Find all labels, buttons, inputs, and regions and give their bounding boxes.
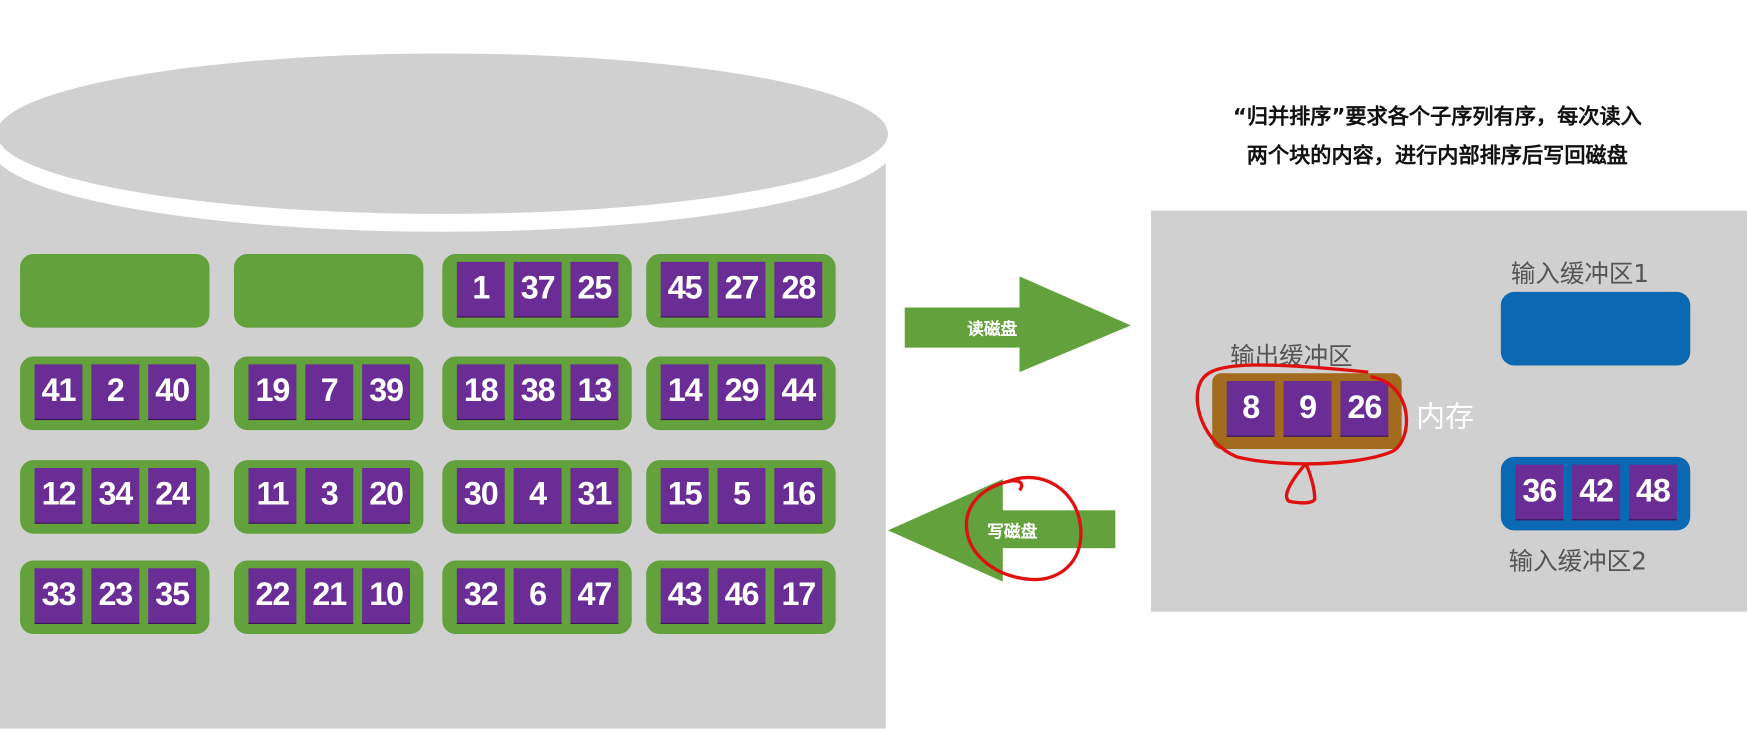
record-cell: 30 [456, 467, 505, 524]
record-cell: 32 [456, 568, 505, 624]
record-cell: 28 [774, 261, 823, 318]
buffer-cell: 48 [1628, 464, 1677, 521]
record-cell: 1 [456, 261, 505, 318]
input-buffer-1 [1500, 291, 1691, 366]
buffer-cell: 36 [1515, 464, 1564, 521]
record-cell: 34 [91, 467, 140, 524]
record-cell: 11 [248, 467, 297, 524]
record-cell: 12 [34, 467, 83, 524]
description-line-1: “归并排序”要求各个子序列有序，每次读入 [1232, 104, 1642, 130]
record-cell: 3 [305, 467, 354, 524]
read-arrow [904, 276, 1131, 373]
record-cell: 24 [148, 467, 197, 524]
record-cell: 14 [660, 364, 709, 421]
record-cell: 2 [91, 364, 140, 421]
record-cell: 27 [717, 261, 766, 318]
buffer-cell: 42 [1572, 464, 1621, 521]
record-cell: 7 [305, 364, 354, 421]
record-cell: 21 [305, 568, 354, 624]
record-cell: 40 [148, 364, 197, 421]
record-cell: 19 [248, 364, 297, 421]
record-cell: 44 [774, 364, 823, 421]
buffer-cell: 26 [1340, 381, 1389, 437]
buffer-cell: 8 [1226, 381, 1275, 437]
record-cell: 5 [717, 467, 766, 524]
record-cell: 22 [248, 568, 297, 624]
output-buffer-label: 输出缓冲区 [1230, 343, 1353, 372]
input-buffer-2: 36 42 48 [1500, 456, 1691, 531]
record-cell: 23 [91, 568, 140, 624]
write-disk-label: 写磁盘 [987, 521, 1038, 542]
record-cell: 17 [774, 568, 823, 624]
record-cell: 41 [34, 364, 83, 421]
record-cell: 35 [148, 568, 197, 624]
read-disk-label: 读磁盘 [967, 318, 1018, 339]
memory-label: 内存 [1416, 401, 1475, 435]
record-cell: 43 [660, 568, 709, 624]
record-cell: 15 [660, 467, 709, 524]
record-cell: 39 [362, 364, 411, 421]
record-cell: 13 [570, 364, 619, 421]
record-cell: 4 [513, 467, 562, 524]
input-buffer-2-label: 输入缓冲区2 [1508, 548, 1647, 577]
record-cell: 16 [774, 467, 823, 524]
record-cell: 18 [456, 364, 505, 421]
buffer-cell: 9 [1283, 381, 1332, 437]
record-cell: 37 [513, 261, 562, 318]
record-cell: 29 [717, 364, 766, 421]
record-cell: 6 [513, 568, 562, 624]
record-cell: 25 [570, 261, 619, 318]
record-cell: 33 [34, 568, 83, 624]
record-cell: 46 [717, 568, 766, 624]
record-cell: 47 [570, 568, 619, 624]
input-buffer-1-label: 输入缓冲区1 [1510, 260, 1650, 289]
record-cell: 31 [570, 467, 619, 524]
description-line-2: 两个块的内容，进行内部排序后写回磁盘 [1246, 143, 1628, 169]
empty-disk-block [20, 254, 210, 328]
record-cell: 20 [362, 467, 411, 524]
record-cell: 45 [660, 261, 709, 318]
record-cell: 10 [362, 568, 411, 624]
record-cell: 38 [513, 364, 562, 421]
empty-disk-block [233, 254, 424, 328]
output-buffer: 8 9 26 [1212, 373, 1402, 450]
